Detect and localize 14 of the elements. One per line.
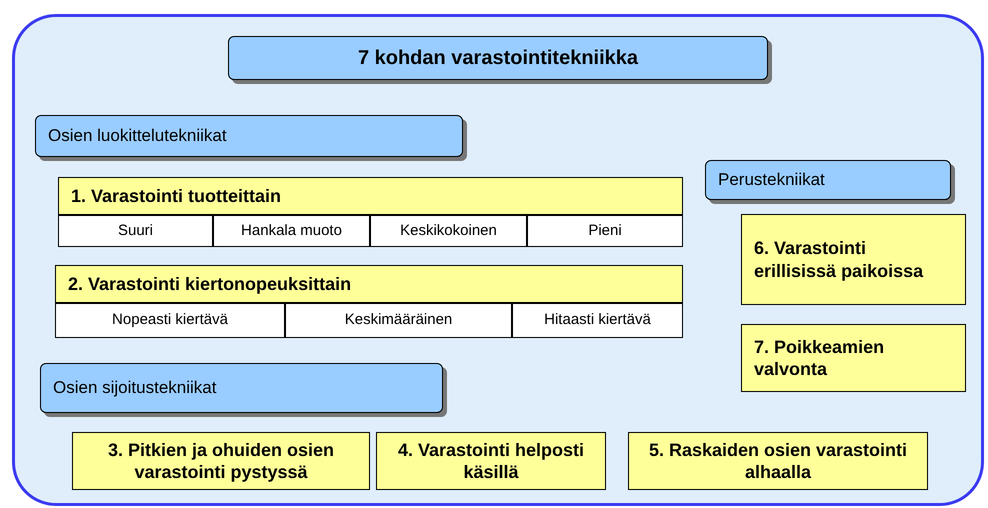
category-cell: Keskikokoinen xyxy=(370,215,527,247)
technique-box: 2. Varastointi kiertonopeuksittain xyxy=(55,265,683,303)
technique-box: 4. Varastointi helposti käsillä xyxy=(376,432,606,490)
category-cell: Hankala muoto xyxy=(213,215,370,247)
category-cell: Pieni xyxy=(527,215,683,247)
technique-box: 6. Varastointi erillisissä paikoissa xyxy=(741,214,966,305)
category-cell: Keskimääräinen xyxy=(285,303,512,338)
technique-box: 5. Raskaiden osien varastointi alhaalla xyxy=(628,432,928,490)
category-cell: Nopeasti kiertävä xyxy=(55,303,285,338)
technique-box: 7. Poikkeamien valvonta xyxy=(741,324,966,392)
category-cell: Hitaasti kiertävä xyxy=(512,303,683,338)
technique-box: 1. Varastointi tuotteittain xyxy=(58,177,683,215)
technique-box: 3. Pitkien ja ohuiden osien varastointi pystyssä xyxy=(72,432,370,490)
category-cell: Suuri xyxy=(58,215,213,247)
